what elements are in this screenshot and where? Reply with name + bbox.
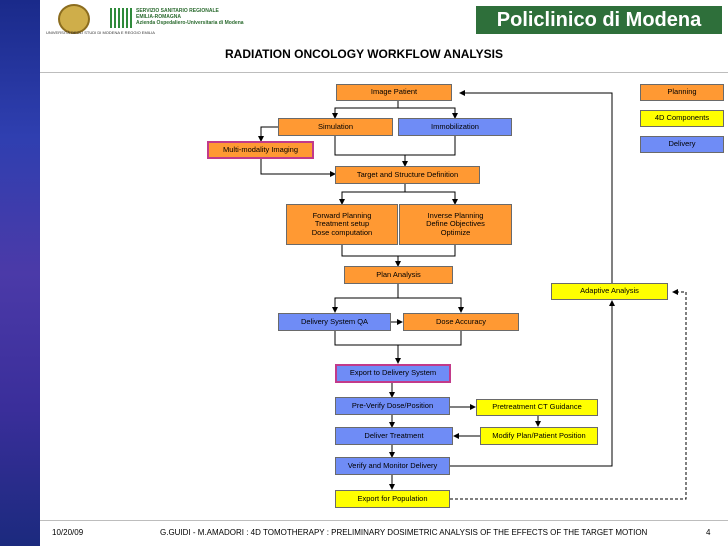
ssr-line-2: EMILIA-ROMAGNA [136, 14, 181, 20]
decorative-sidebar [0, 0, 40, 546]
edge-qa-dose-merge [334, 331, 462, 346]
university-text: UNIVERSITÀ DEGLI STUDI DI MODENA E REGGI… [46, 30, 155, 35]
footer-date: 10/20/09 [52, 528, 84, 537]
node-forward-planning: Forward Planning Treatment setup Dose co… [286, 204, 398, 245]
edge-sim-immob-merge [334, 136, 456, 156]
node-simulation: Simulation [278, 118, 393, 136]
edge-adaptive-to-image-patient [459, 90, 613, 283]
node-multimodality-imaging: Multi-modality Imaging [207, 141, 314, 159]
hospital-logo: Policlinico di Modena [476, 6, 722, 34]
edge-plan-to-dose-accuracy [398, 297, 464, 313]
legend-4d-components: 4D Components [640, 110, 724, 127]
edge-image-to-simulation [332, 101, 399, 119]
legend-delivery: Delivery [640, 136, 724, 153]
node-delivery-system-qa: Delivery System QA [278, 313, 391, 331]
university-seal-icon [58, 4, 90, 34]
edge-plan-to-delivery-qa [332, 284, 399, 313]
ssr-logo-icon [110, 8, 132, 28]
page-number: 4 [706, 528, 711, 537]
ssr-text: SERVIZIO SANITARIO REGIONALE EMILIA-ROMA… [136, 8, 244, 26]
node-modify-plan-position: Modify Plan/Patient Position [480, 427, 598, 445]
edge-verify-to-adaptive [450, 300, 615, 467]
edge-target-to-inverse [405, 191, 458, 205]
edge-population-to-adaptive [450, 289, 687, 500]
ssr-line-3: Azienda Ospedaliero-Universitaria di Mod… [136, 20, 244, 26]
node-target-definition: Target and Structure Definition [335, 166, 480, 184]
node-pretreatment-ct-guidance: Pretreatment CT Guidance [476, 399, 598, 416]
top-divider [40, 72, 728, 73]
node-dose-accuracy: Dose Accuracy [403, 313, 519, 331]
footer-text: G.GUIDI - M.AMADORI : 4D TOMOTHERAPY : P… [160, 528, 648, 537]
node-plan-analysis: Plan Analysis [344, 266, 453, 284]
node-immobilization: Immobilization [398, 118, 512, 136]
page-title: RADIATION ONCOLOGY WORKFLOW ANALYSIS [225, 47, 503, 61]
ssr-line-1: SERVIZIO SANITARIO REGIONALE [136, 8, 219, 14]
legend-planning: Planning [640, 84, 724, 101]
node-adaptive-analysis: Adaptive Analysis [551, 283, 668, 300]
node-image-patient: Image Patient [336, 84, 452, 101]
node-export-delivery-system: Export to Delivery System [335, 364, 451, 383]
node-deliver-treatment: Deliver Treatment [335, 427, 453, 445]
edge-multimodality-to-target [260, 159, 336, 177]
edge-simulation-to-multimodality [258, 126, 278, 142]
edge-planning-merge [341, 245, 456, 257]
edge-target-to-forward [339, 184, 406, 205]
edge-image-to-immobilization [398, 107, 458, 119]
node-export-population: Export for Population [335, 490, 450, 508]
bottom-divider [40, 520, 728, 521]
node-inverse-planning: Inverse Planning Define Objectives Optim… [399, 204, 512, 245]
node-preverify-dose-position: Pre-Verify Dose/Position [335, 397, 450, 415]
node-verify-monitor-delivery: Verify and Monitor Delivery [335, 457, 450, 475]
